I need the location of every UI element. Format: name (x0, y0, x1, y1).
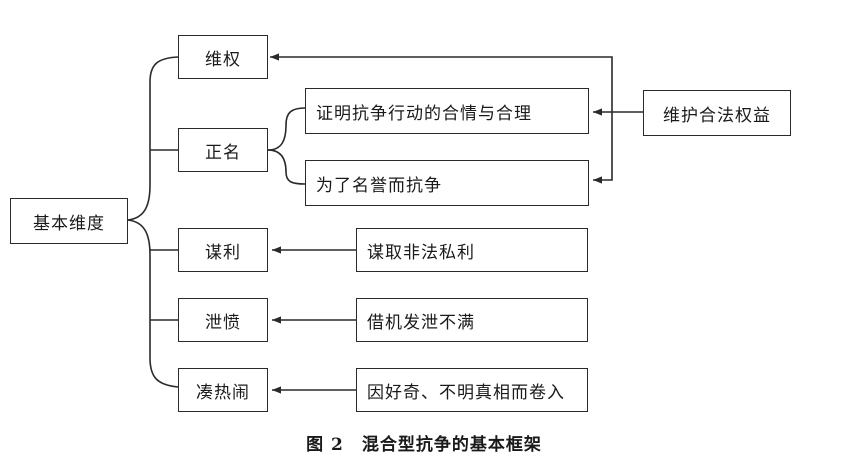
dimension-cournaoao: 凑热闹 (178, 368, 268, 412)
root-node-basic-dimensions: 基本维度 (10, 198, 128, 244)
cause-zhengming-a: 证明抗争行动的合情与合理 (305, 88, 589, 134)
source-node-protect-rights: 维护合法权益 (643, 90, 791, 136)
dimension-zhengming: 正名 (178, 128, 268, 172)
arrow-source-to-weiquan (270, 53, 613, 112)
dimension-mouli: 谋利 (178, 228, 268, 272)
root-brace (127, 56, 179, 221)
cause-mouli: 谋取非法私利 (356, 228, 588, 272)
cause-cournaoao: 因好奇、不明真相而卷入 (356, 368, 588, 412)
figure-caption: 图 2 混合型抗争的基本框架 (306, 435, 542, 455)
dimension-xiefen: 泄愤 (178, 298, 268, 342)
cause-xiefen: 借机发泄不满 (356, 298, 588, 342)
zhengming-brace-lower (267, 149, 306, 185)
dimension-weiquan: 维权 (178, 35, 268, 79)
cause-zhengming-b: 为了名誉而抗争 (305, 160, 589, 206)
zhengming-brace (267, 107, 306, 151)
root-brace-lower (127, 219, 179, 388)
arrow-source-to-zhengming-b (593, 112, 613, 184)
